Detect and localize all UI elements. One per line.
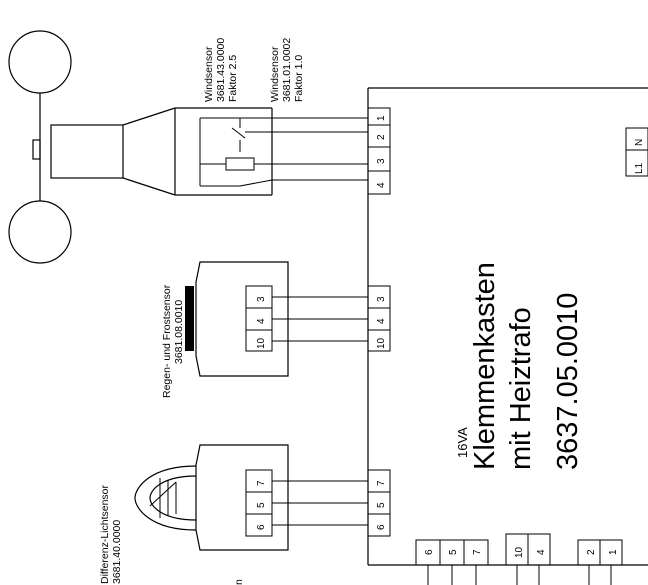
bottom-terminal-group-2: 10 4 xyxy=(505,533,551,585)
partial-label: n xyxy=(233,579,245,585)
svg-text:4: 4 xyxy=(536,549,547,555)
light-sensor-term-5: 5 xyxy=(256,502,267,508)
power-term-l1: L1 xyxy=(634,162,645,174)
light-term-5: 5 xyxy=(376,502,387,508)
wind-term-1: 1 xyxy=(376,115,387,121)
svg-text:3681.08.0010: 3681.08.0010 xyxy=(173,300,185,364)
svg-text:Windsensor: Windsensor xyxy=(203,46,215,102)
light-wires xyxy=(272,480,368,526)
wind-term-4: 4 xyxy=(376,182,387,188)
light-sensor-term-7: 7 xyxy=(256,480,267,486)
power-terminal: N L1 xyxy=(625,127,648,177)
wind-sensor-label-b: Windsensor 3681.01.0002 Faktor 1.0 xyxy=(269,38,305,102)
rain-term-10: 10 xyxy=(376,337,387,349)
svg-text:Differenz-Lichtsensor: Differenz-Lichtsensor xyxy=(99,484,111,584)
rain-term-4: 4 xyxy=(376,318,387,324)
svg-text:3681.43.0000: 3681.43.0000 xyxy=(215,38,227,102)
svg-text:6: 6 xyxy=(424,549,435,555)
bottom-terminal-group-1: 6 5 7 xyxy=(415,539,489,585)
heater-plate xyxy=(185,286,194,351)
svg-text:3637.05.0010: 3637.05.0010 xyxy=(552,293,584,470)
power-rating: 16VA xyxy=(455,427,470,458)
bottom-terminal-group-3: 2 1 xyxy=(577,539,623,585)
svg-text:1: 1 xyxy=(608,549,619,555)
power-term-n: N xyxy=(634,139,645,146)
svg-text:Klemmenkasten: Klemmenkasten xyxy=(469,262,501,470)
svg-text:Faktor 1.0: Faktor 1.0 xyxy=(293,55,305,102)
svg-text:3681.40.0000: 3681.40.0000 xyxy=(111,520,123,584)
svg-text:mit Heiztrafo: mit Heiztrafo xyxy=(505,307,537,470)
rain-sensor-term-10: 10 xyxy=(256,337,267,349)
svg-text:Regen- und Frostsensor: Regen- und Frostsensor xyxy=(161,284,173,398)
wind-sensor-label-a: Windsensor 3681.43.0000 Faktor 2.5 xyxy=(203,38,239,102)
light-sensor xyxy=(134,444,289,551)
svg-text:3681.01.0002: 3681.01.0002 xyxy=(281,38,293,102)
wind-wires xyxy=(239,117,368,187)
wind-term-3: 3 xyxy=(376,158,387,164)
light-sensor-term-6: 6 xyxy=(256,524,267,530)
rain-sensor-label: Regen- und Frostsensor 3681.08.0010 xyxy=(161,284,185,398)
light-term-7: 7 xyxy=(376,480,387,486)
light-term-6: 6 xyxy=(376,524,387,530)
svg-text:2: 2 xyxy=(586,549,597,555)
anemometer xyxy=(8,30,273,264)
rain-sensor-term-3: 3 xyxy=(256,296,267,302)
svg-text:10: 10 xyxy=(514,546,525,558)
rain-wires xyxy=(272,296,368,342)
rain-terminal-strip: 3 4 10 xyxy=(367,285,391,352)
rain-term-3: 3 xyxy=(376,296,387,302)
resistor xyxy=(225,157,255,171)
anemometer-cup-top xyxy=(8,30,72,94)
light-sensor-label: Differenz-Lichtsensor 3681.40.0000 xyxy=(99,484,123,584)
anemometer-cup-bottom xyxy=(8,200,72,264)
svg-text:7: 7 xyxy=(472,549,483,555)
main-box-title: Klemmenkasten mit Heiztrafo 3637.05.0010… xyxy=(455,262,584,470)
light-terminal-strip: 7 5 6 xyxy=(367,469,391,537)
reed-switch-contact xyxy=(231,127,246,139)
anemometer-body xyxy=(50,124,124,179)
svg-text:Faktor 2.5: Faktor 2.5 xyxy=(227,55,239,102)
svg-text:5: 5 xyxy=(448,549,459,555)
rain-sensor-term-4: 4 xyxy=(256,318,267,324)
wind-term-2: 2 xyxy=(376,134,387,140)
svg-text:Windsensor: Windsensor xyxy=(269,46,281,102)
wind-terminal-strip: 1 2 3 4 xyxy=(367,107,391,195)
